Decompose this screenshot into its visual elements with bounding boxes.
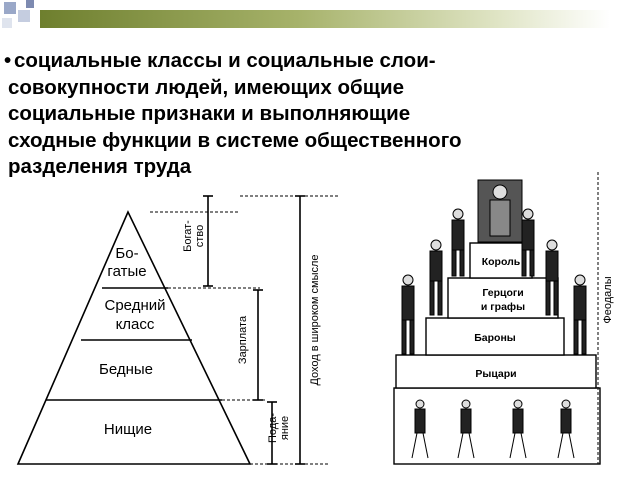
text-line: совокупности людей, имеющих общие — [8, 75, 405, 99]
definition-text: •социальные классы и социальные слои- со… — [4, 48, 634, 181]
level-king-box — [469, 242, 533, 279]
pyramid-level-middle-2: класс — [116, 316, 155, 333]
knight-figure — [401, 274, 415, 355]
level-serfs-box — [393, 387, 601, 465]
pyramid-level-middle-1: Средний — [105, 297, 166, 314]
pyramid-level-rich-1: Бо- — [115, 245, 138, 262]
text-line: социальные признаки и выполняющие — [8, 102, 411, 125]
level-king: Король — [482, 256, 521, 268]
label-benefits-1: Пода- — [267, 413, 279, 443]
peasant-figure — [557, 399, 575, 459]
decor-square — [2, 18, 12, 28]
bullet: • — [4, 49, 12, 72]
noble-figure — [429, 239, 443, 316]
pyramid-level-destitute: Нищие — [104, 421, 152, 438]
label-income: Доход в широком смысле — [309, 254, 321, 385]
level-dukes-2: и графы — [481, 301, 525, 313]
level-knights-box — [395, 354, 597, 389]
label-salary: Зарплата — [237, 315, 249, 364]
level-knights: Рыцари — [475, 368, 516, 380]
peasant-figure — [457, 399, 475, 459]
knight-figure — [573, 274, 587, 355]
noble-figure — [451, 208, 465, 277]
header-bar — [40, 10, 610, 28]
level-dukes-box — [447, 277, 559, 319]
pyramid-level-poor: Бедные — [99, 361, 153, 378]
decor-square — [18, 10, 30, 22]
level-barons-box — [425, 317, 565, 356]
throne-figure — [477, 179, 523, 243]
text-line: сходные функции в системе общественного — [8, 128, 462, 152]
text-line: разделения труда — [8, 155, 192, 178]
pyramid-outline — [16, 210, 252, 465]
label-benefits-2: яние — [279, 416, 291, 440]
level-barons: Бароны — [474, 332, 516, 344]
text-line: социальные классы и социальные слои- — [14, 49, 436, 72]
noble-figure — [545, 239, 559, 316]
peasant-figure — [509, 399, 527, 459]
pyramid-level-rich-2: гатые — [107, 263, 146, 280]
label-feudals: Феодалы — [602, 276, 614, 323]
level-dukes-1: Герцоги — [482, 287, 523, 299]
noble-figure — [521, 208, 535, 277]
decor-square — [26, 0, 34, 8]
label-wealth-2: ство — [194, 225, 206, 247]
label-wealth-1: Богат- — [182, 220, 194, 252]
decor-square — [4, 2, 16, 14]
peasant-figure — [411, 399, 429, 459]
